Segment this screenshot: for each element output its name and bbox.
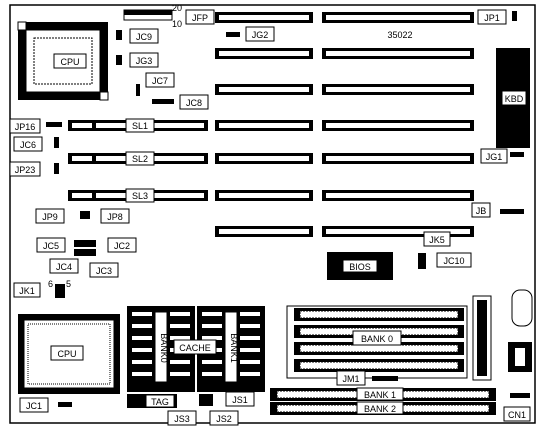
jc9: JC9 [116, 28, 159, 44]
jc1: JC1 [19, 397, 72, 413]
jp1: JP1 [477, 9, 517, 25]
svg-text:JS2: JS2 [216, 414, 232, 424]
svg-text:JS3: JS3 [174, 414, 190, 424]
sl2: SL2 [68, 151, 208, 166]
right-connectors [508, 289, 533, 372]
svg-text:SL1: SL1 [132, 121, 148, 131]
svg-text:JK5: JK5 [429, 235, 445, 245]
jg2: JG2 [226, 26, 275, 42]
svg-text:JP16: JP16 [15, 122, 36, 132]
board-number: 35022 [387, 30, 412, 40]
bios-chip: BIOS [327, 252, 393, 280]
jc7: JC7 [136, 72, 175, 96]
svg-text:JC1: JC1 [26, 401, 42, 411]
jc6: JC6 [13, 136, 59, 152]
cpu-socket-label: CPU [60, 57, 79, 67]
svg-text:JC10: JC10 [443, 256, 464, 266]
svg-text:JK1: JK1 [19, 286, 35, 296]
svg-text:JM1: JM1 [342, 374, 359, 384]
jb: JB [471, 202, 524, 218]
svg-text:CPU: CPU [57, 349, 76, 359]
svg-text:BANK 0: BANK 0 [361, 334, 393, 344]
jc8: JC8 [152, 94, 209, 110]
jg3: JG3 [116, 52, 159, 68]
jfp-pin20: 20 [172, 3, 182, 13]
jfp-header: 20 10 JFP [123, 3, 215, 29]
svg-text:JC9: JC9 [136, 32, 152, 42]
svg-text:JC8: JC8 [186, 98, 202, 108]
sl1: JP16 SL1 [9, 118, 208, 134]
simm-bank0: BANK 0 [286, 295, 492, 381]
svg-text:JC5: JC5 [43, 241, 59, 251]
svg-text:BANK1: BANK1 [229, 333, 239, 363]
svg-text:JG2: JG2 [252, 30, 269, 40]
jp9-jp8: JP9 JP8 [35, 208, 130, 224]
kbd-connector: KBD [496, 48, 530, 148]
svg-text:BANK0: BANK0 [159, 333, 169, 363]
isa-slots-right [322, 12, 474, 237]
svg-text:JC7: JC7 [152, 76, 168, 86]
jk1: JK1 6 5 [13, 279, 71, 298]
svg-text:JC6: JC6 [20, 140, 36, 150]
sl3: SL3 [68, 188, 208, 203]
jfp-pin10: 10 [172, 19, 182, 29]
cache-sram: BANK0 BANK1 CACHE TAG [127, 306, 265, 408]
svg-text:KBD: KBD [505, 94, 524, 104]
svg-text:JC3: JC3 [96, 266, 112, 276]
svg-text:BIOS: BIOS [349, 262, 371, 272]
svg-text:JP9: JP9 [42, 212, 58, 222]
isa-slots-left [215, 12, 313, 237]
svg-text:CACHE: CACHE [179, 343, 211, 353]
svg-text:JS1: JS1 [232, 395, 248, 405]
svg-text:BANK 1: BANK 1 [364, 390, 396, 400]
jg1: JG1 [480, 148, 524, 164]
svg-text:JC2: JC2 [114, 241, 130, 251]
svg-text:JG3: JG3 [136, 56, 153, 66]
svg-text:JC4: JC4 [56, 262, 72, 272]
svg-text:5: 5 [66, 279, 71, 289]
cn1: CN1 [503, 393, 531, 422]
svg-text:TAG: TAG [151, 397, 169, 407]
svg-text:6: 6 [48, 279, 53, 289]
svg-text:CN1: CN1 [508, 410, 526, 420]
js-jumpers: JS1 JS3 JS2 [167, 391, 255, 426]
cpu-socket-top: CPU [17, 21, 109, 101]
svg-text:JP8: JP8 [107, 212, 123, 222]
svg-text:JP23: JP23 [15, 165, 36, 175]
jk5: JK5 JC10 [418, 231, 472, 269]
svg-text:JB: JB [476, 206, 487, 216]
svg-text:SL2: SL2 [132, 154, 148, 164]
cpu-main: CPU [18, 314, 120, 394]
svg-text:JP1: JP1 [484, 13, 500, 23]
jp23: JP23 [9, 161, 59, 177]
svg-text:BANK 2: BANK 2 [364, 404, 396, 414]
svg-text:JG1: JG1 [486, 152, 503, 162]
svg-text:SL3: SL3 [132, 191, 148, 201]
jfp-label: JFP [192, 13, 208, 23]
simm-bank1-2: BANK 1 BANK 2 [270, 387, 496, 415]
jc-cluster: JC5 JC2 JC4 JC3 [36, 237, 137, 278]
jm1: JM1 [336, 370, 398, 386]
